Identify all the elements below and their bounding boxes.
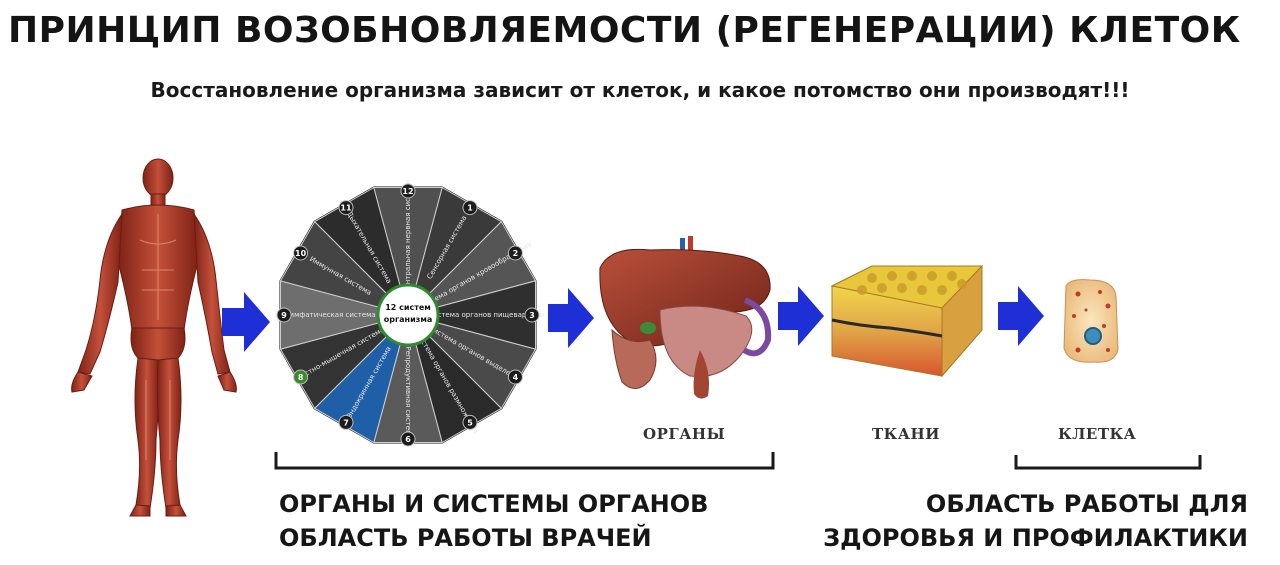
wheel-number: 4	[513, 373, 519, 382]
wheel-center-label-1: 12 систем	[385, 303, 431, 312]
wheel-number-badge	[462, 200, 478, 216]
wheel-segment-label: Система органов пищеварения	[428, 311, 544, 319]
flow-arrows	[222, 286, 1044, 352]
muscle-detail-lines	[139, 214, 177, 460]
label-tissues: ТКАНИ	[872, 425, 940, 443]
vessel-red	[688, 236, 693, 262]
wheel-number-badge	[400, 183, 416, 199]
wheel-number-badge	[338, 200, 354, 216]
caption-right: ОБЛАСТЬ РАБОТЫ ДЛЯ ЗДОРОВЬЯ И ПРОФИЛАКТИ…	[820, 487, 1248, 555]
arrow-4	[998, 286, 1044, 346]
caption-left: ОРГАНЫ И СИСТЕМЫ ОРГАНОВ ОБЛАСТЬ РАБОТЫ …	[279, 487, 708, 555]
wheel-segment-label: Центральная нервная система	[404, 180, 412, 294]
caption-left-line2: ОБЛАСТЬ РАБОТЫ ВРАЧЕЙ	[279, 524, 652, 552]
caption-left-line1: ОРГАНЫ И СИСТЕМЫ ОРГАНОВ	[279, 490, 709, 518]
wheel-number: 1	[467, 204, 473, 213]
human-body-illustration	[71, 158, 237, 517]
wheel-segment-label: Репродуктивная система	[404, 346, 412, 439]
wheel-number-badge	[276, 307, 292, 323]
wheel-number: 10	[295, 249, 307, 258]
wheel-number-badge	[524, 307, 540, 323]
caption-right-line1: ОБЛАСТЬ РАБОТЫ ДЛЯ	[925, 490, 1248, 518]
wheel-number: 9	[281, 311, 287, 320]
wheel-number-badge	[400, 431, 416, 447]
wheel-number: 8	[298, 373, 304, 382]
cell-illustration	[1063, 279, 1119, 363]
wheel-segment-label: Лимфатическая система	[284, 311, 375, 319]
page-subtitle: Восстановление организма зависит от клет…	[150, 78, 1130, 102]
arrow-2	[548, 288, 594, 348]
bracket-tissue-cell	[1014, 455, 1202, 470]
wheel-number: 11	[340, 204, 352, 213]
wheel-number-badge	[507, 245, 523, 261]
wheel-number: 12	[402, 187, 413, 196]
wheel-center-label-2: организма	[384, 315, 433, 324]
wheel-number: 2	[513, 249, 519, 258]
wheel-number: 3	[529, 311, 535, 320]
wheel-number: 7	[343, 418, 349, 427]
arrow-1	[222, 292, 270, 352]
bracket-organs-systems	[274, 452, 775, 470]
brackets	[274, 452, 1202, 470]
label-organs: ОРГАНЫ	[643, 425, 726, 443]
wheel-number-badge	[338, 414, 354, 430]
page-title: ПРИНЦИП ВОЗОБНОВЛЯЕМОСТИ (РЕГЕНЕРАЦИИ) К…	[8, 10, 1241, 51]
wheel-center	[376, 283, 440, 347]
tissue-illustration	[830, 264, 984, 378]
caption-right-line2: ЗДОРОВЬЯ И ПРОФИЛАКТИКИ	[823, 524, 1248, 552]
wheel-number: 6	[405, 435, 411, 444]
wheel-number-badge	[293, 245, 309, 261]
gallbladder	[640, 322, 656, 334]
wheel-number-badge	[293, 369, 309, 385]
arrow-3	[778, 286, 824, 346]
wheel-number-badge	[507, 369, 523, 385]
wheel-number: 5	[467, 418, 473, 427]
vessel-blue	[680, 238, 685, 260]
cell-nucleus	[1084, 327, 1102, 345]
wheel-number-badge	[462, 414, 478, 430]
organs-illustration	[599, 236, 772, 399]
label-cell: КЛЕТКА	[1058, 425, 1137, 443]
